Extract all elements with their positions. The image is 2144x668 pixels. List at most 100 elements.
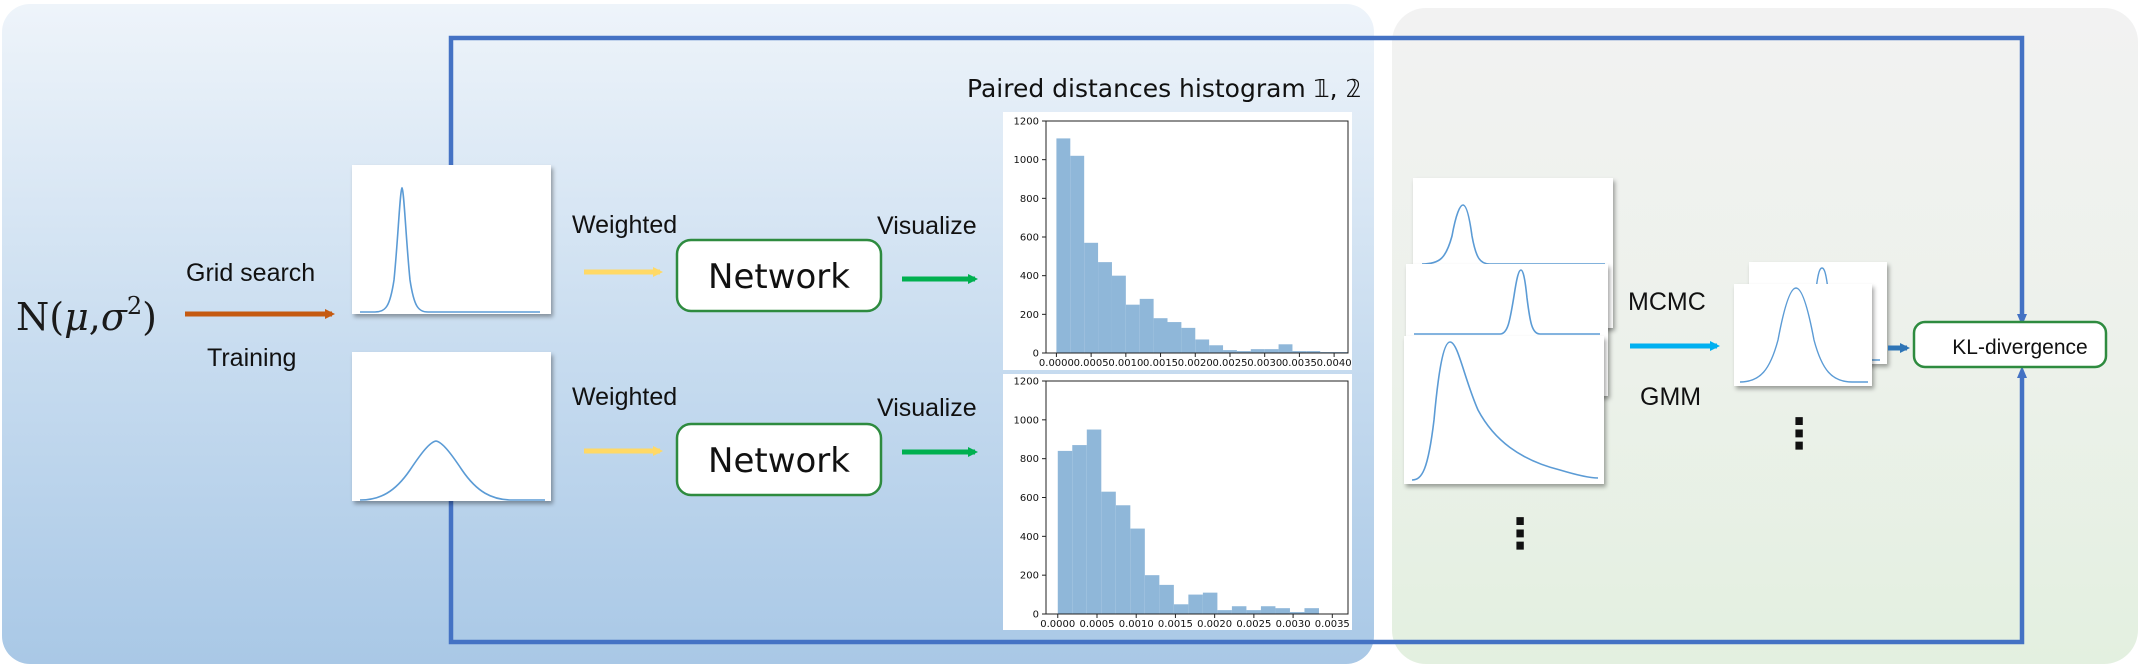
network-box-1: Network	[675, 238, 883, 313]
hist1-x-tick-label: 0.0035	[1282, 358, 1317, 369]
hist2-bar	[1072, 445, 1087, 614]
hist1-x-tick-label: 0.0040	[1317, 358, 1352, 369]
hist1-y-tick-label: 600	[1020, 233, 1039, 244]
hist1-bar	[1070, 155, 1085, 353]
network-label-1: Network	[708, 257, 850, 297]
hist2-x-tick-label: 0.0020	[1197, 619, 1232, 630]
hist1-bar	[1264, 349, 1279, 353]
hist2-bar	[1304, 608, 1319, 614]
hist1-y-tick-label: 0	[1033, 349, 1039, 360]
hist1-bar	[1250, 349, 1265, 353]
hist2-x-tick-label: 0.0000	[1040, 619, 1075, 630]
density-card-3	[1404, 336, 1604, 484]
hist2-bar	[1057, 450, 1073, 614]
hist1-bar	[1167, 322, 1182, 353]
hist1-y-tick-label: 1200	[1014, 117, 1039, 128]
ellipsis-left: ⋮	[1499, 509, 1541, 558]
input-distribution-label: N(μ,σ2)	[16, 292, 157, 339]
hist2-bar	[1101, 491, 1116, 614]
narrow-gaussian-chart	[352, 165, 551, 314]
hist2-x-tick-label: 0.0030	[1276, 619, 1311, 630]
hist2-y-tick-label: 200	[1020, 571, 1039, 582]
hist1-bar	[1195, 339, 1210, 353]
density-card-stack	[1404, 178, 1613, 484]
hist1-x-tick-label: 0.0020	[1178, 358, 1213, 369]
hist2-bar	[1144, 575, 1160, 614]
visualize-label-1: Visualize	[877, 212, 977, 240]
hist1-x-tick-label: 0.0000	[1039, 358, 1074, 369]
mcmc-label: MCMC	[1628, 288, 1706, 316]
hist2-x-tick-label: 0.0025	[1236, 619, 1271, 630]
training-label: Training	[207, 344, 296, 372]
loop-top-line	[448, 35, 2027, 326]
network-label-2: Network	[708, 441, 850, 481]
gmm-card-front-curve	[1739, 287, 1868, 383]
hist2-bar	[1188, 594, 1203, 614]
weighted-label-2: Weighted	[572, 383, 677, 411]
hist2-bar	[1202, 592, 1218, 614]
gmm-label: GMM	[1640, 383, 1701, 411]
hist1-y-tick-label: 200	[1020, 310, 1039, 321]
hist1-bar	[1306, 351, 1321, 353]
hist1-bar	[1056, 138, 1071, 353]
hist2-bar	[1159, 584, 1174, 615]
wide-gaussian-curve	[359, 440, 545, 501]
hist2-bar	[1289, 612, 1305, 614]
weighted-label-1: Weighted	[572, 211, 677, 239]
network-box-2: Network	[675, 422, 883, 497]
hist1-bar	[1278, 344, 1293, 353]
hist2-bar	[1260, 606, 1276, 614]
hist2-bar	[1231, 606, 1247, 614]
gmm-card-stack	[1734, 262, 1887, 386]
hist1-bar	[1153, 318, 1168, 353]
histogram-title: Paired distances histogram 𝟙, 𝟚	[967, 74, 1361, 103]
hist1-x-tick-label: 0.0010	[1108, 358, 1143, 369]
hist1-bar	[1236, 351, 1251, 353]
hist2-bar	[1086, 429, 1102, 614]
hist1-x-tick-label: 0.0015	[1143, 358, 1178, 369]
hist2-bar	[1217, 610, 1232, 614]
hist1-bar	[1209, 345, 1224, 353]
ellipsis-right: ⋮	[1778, 409, 1820, 458]
hist1-bar	[1181, 327, 1196, 353]
hist1-y-tick-label: 800	[1020, 194, 1039, 205]
density-card-3-curve	[1411, 341, 1599, 481]
gmm-card-front	[1734, 284, 1872, 386]
hist1-bar	[1223, 350, 1237, 353]
hist1-bar	[1098, 262, 1112, 353]
hist2-y-tick-label: 1000	[1014, 415, 1039, 426]
density-card-1-curve	[1421, 204, 1605, 265]
hist2-y-tick-label: 600	[1020, 493, 1039, 504]
wide-gaussian-chart	[352, 352, 551, 501]
hist2-x-tick-label: 0.0015	[1158, 619, 1193, 630]
hist2-x-tick-label: 0.0010	[1119, 619, 1154, 630]
hist2-x-tick-label: 0.0035	[1315, 619, 1350, 630]
hist2-bar	[1275, 608, 1290, 614]
hist1-bar	[1084, 242, 1099, 353]
hist2-bar	[1115, 505, 1131, 614]
hist1-y-tick-label: 1000	[1014, 155, 1039, 166]
kl-divergence-box: KL-divergence	[1912, 320, 2108, 369]
loop-bottom-line	[448, 366, 2027, 645]
visualize-label-2: Visualize	[877, 394, 977, 422]
hist1-bar	[1292, 351, 1307, 353]
narrow-gaussian-curve	[360, 186, 540, 313]
hist1-bar	[1111, 275, 1126, 353]
hist1-y-tick-label: 400	[1020, 271, 1039, 282]
hist2-y-tick-label: 0	[1033, 610, 1039, 621]
hist2-bar	[1173, 604, 1189, 614]
grid-search-label: Grid search	[186, 259, 315, 287]
hist2-y-tick-label: 1200	[1014, 377, 1039, 388]
kl-divergence-label: KL-divergence	[1952, 336, 2087, 359]
hist1-x-tick-label: 0.0025	[1212, 358, 1247, 369]
hist1-x-tick-label: 0.0005	[1074, 358, 1109, 369]
hist1-x-tick-label: 0.0030	[1247, 358, 1282, 369]
hist1-bar	[1139, 298, 1154, 353]
feedback-loop	[448, 35, 2027, 645]
hist2-bar	[1130, 528, 1145, 614]
hist1-bar	[1125, 304, 1140, 353]
